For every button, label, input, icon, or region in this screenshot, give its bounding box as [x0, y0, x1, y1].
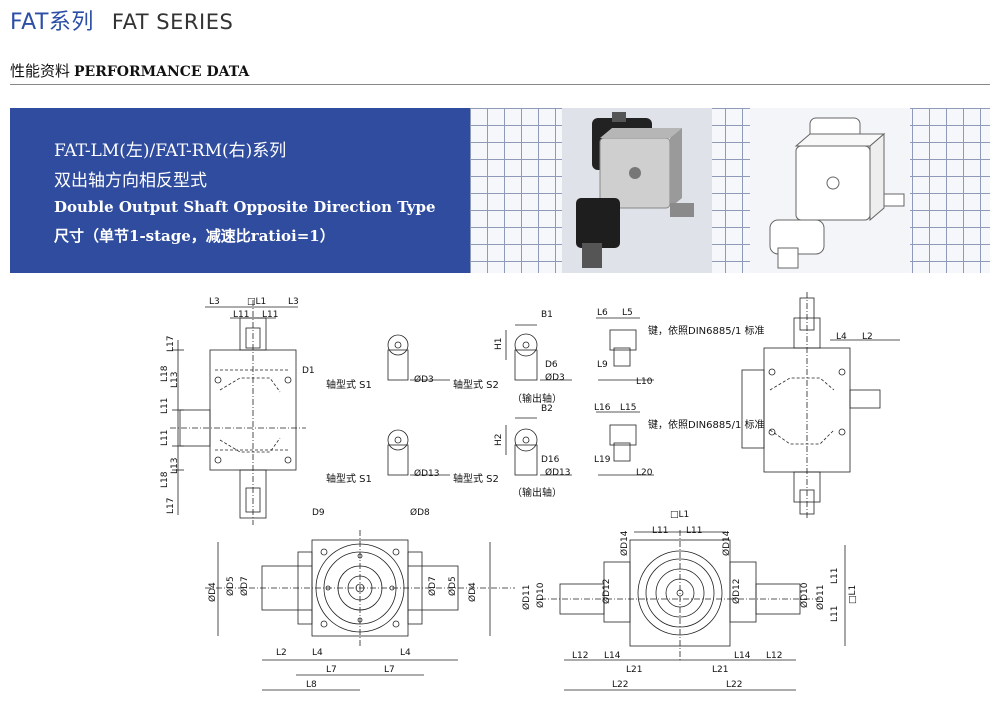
- series-title-en: FAT SERIES: [111, 10, 234, 34]
- dim-L19: L19: [594, 455, 611, 465]
- dim-D12-left: ØD12: [602, 578, 612, 604]
- series-title: FAT系列 FAT SERIES: [10, 4, 233, 36]
- dim-L4-bl-right: L4: [400, 648, 411, 658]
- dim-D3-s2: ØD3: [545, 373, 565, 383]
- dim-D13-s2: ØD13: [545, 468, 571, 478]
- dim-L4-bl-left: L4: [312, 648, 323, 658]
- dim-L14-right: L14: [734, 651, 751, 661]
- key-note-top: 键，依照DIN6885/1 标准: [648, 326, 765, 337]
- dim-L15: L15: [620, 403, 637, 413]
- dim-D13-s1: ØD13: [414, 469, 440, 479]
- dim-L11-br-v1: L11: [830, 567, 840, 584]
- dim-B1: B1: [541, 310, 553, 320]
- dim-L11-v2: L11: [160, 429, 170, 446]
- label-shaft-s1-bot: 轴型式 S1: [326, 474, 372, 485]
- dim-L14-left: L14: [604, 651, 621, 661]
- section-heading-en: PERFORMANCE DATA: [74, 64, 250, 80]
- dim-D7-left: ØD7: [240, 576, 250, 596]
- header-divider: [10, 84, 990, 85]
- dim-L3-left: L3: [209, 297, 220, 307]
- dim-L11-br-a: L11: [652, 526, 669, 536]
- dim-L12-left: L12: [572, 651, 589, 661]
- banner-type-en: Double Output Shaft Opposite Direction T…: [54, 198, 436, 216]
- dim-D4-left: ØD4: [208, 582, 218, 602]
- dim-L5: L5: [622, 308, 633, 318]
- dim-D5-left: ØD5: [226, 576, 236, 596]
- gearbox-render: [750, 108, 910, 273]
- dim-L21-left: L21: [626, 665, 643, 675]
- dim-L17-top: L17: [166, 335, 176, 352]
- dim-L11-v1: L11: [160, 397, 170, 414]
- dim-D10-right: ØD10: [800, 582, 810, 608]
- label-output-shaft-top: （输出轴）: [512, 394, 562, 405]
- dim-D11-left: ØD11: [522, 584, 532, 610]
- dim-B2: B2: [541, 404, 553, 414]
- dim-L10: L10: [636, 377, 653, 387]
- dim-L3-right: L3: [288, 297, 299, 307]
- series-title-cn: FAT系列: [10, 10, 94, 35]
- dim-H2: H2: [494, 433, 504, 447]
- dim-D6: D6: [545, 360, 558, 370]
- label-output-shaft-bot: （输出轴）: [512, 488, 562, 499]
- dim-D5-right: ØD5: [448, 576, 458, 596]
- dim-D14-left: ØD14: [620, 530, 630, 556]
- dim-L4-right: L4: [836, 332, 847, 342]
- dim-L18-bot: L18: [160, 471, 170, 488]
- dim-D3-s1: ØD3: [414, 375, 434, 385]
- dim-sqL1-br: □L1: [670, 510, 690, 520]
- dim-L21-right: L21: [712, 665, 729, 675]
- dim-L17-bot: L17: [166, 497, 176, 514]
- dim-L12-right: L12: [766, 651, 783, 661]
- dim-L13-bot: L13: [170, 457, 180, 474]
- label-shaft-s2-bot: 轴型式 S2: [453, 474, 499, 485]
- dim-L6: L6: [597, 308, 608, 318]
- dim-L11-a: L11: [233, 310, 250, 320]
- banner-model-line: FAT-LM(左)/FAT-RM(右)系列: [54, 141, 287, 161]
- dim-L22-left: L22: [612, 680, 629, 690]
- dim-L20: L20: [636, 468, 653, 478]
- dim-sqL1-top: □L1: [247, 297, 267, 307]
- dim-D4-right: ØD4: [468, 582, 478, 602]
- key-note-bot: 键，依照DIN6885/1 标准: [648, 420, 765, 431]
- dim-D14-right: ØD14: [722, 530, 732, 556]
- banner-dimension-note: 尺寸（单节1-stage，减速比ratioi=1）: [54, 227, 335, 245]
- dim-L11-b: L11: [262, 310, 279, 320]
- dim-L22-right: L22: [726, 680, 743, 690]
- dim-L2-bl: L2: [276, 648, 287, 658]
- dim-H1: H1: [494, 337, 504, 351]
- dim-D11-right: ØD11: [816, 584, 826, 610]
- dim-L7-left: L7: [326, 665, 337, 675]
- dim-D16: D16: [541, 455, 560, 465]
- dim-D8: ØD8: [410, 508, 430, 518]
- dim-L16: L16: [594, 403, 611, 413]
- dim-D10-left: ØD10: [536, 582, 546, 608]
- dim-L13-top: L13: [170, 371, 180, 388]
- product-banner: FAT-LM(左)/FAT-RM(右)系列 双出轴方向相反型式 Double O…: [10, 108, 470, 273]
- dim-sqL1-br-v: □L1: [848, 584, 858, 604]
- dim-L9: L9: [597, 360, 608, 370]
- dim-L8: L8: [306, 680, 317, 690]
- dim-L2-right: L2: [862, 332, 873, 342]
- dim-D7-right: ØD7: [428, 576, 438, 596]
- dim-L11-br-b: L11: [686, 526, 703, 536]
- dim-D1: D1: [302, 366, 315, 376]
- dim-L7-right: L7: [384, 665, 395, 675]
- dim-L11-br-v2: L11: [830, 605, 840, 622]
- dim-D12-right: ØD12: [732, 578, 742, 604]
- gearbox-photo: [562, 108, 712, 273]
- label-shaft-s1-top: 轴型式 S1: [326, 380, 372, 391]
- dim-L18-top: L18: [160, 365, 170, 382]
- label-shaft-s2-top: 轴型式 S2: [453, 380, 499, 391]
- dim-D9: D9: [312, 508, 325, 518]
- banner-type-cn: 双出轴方向相反型式: [54, 171, 207, 191]
- section-heading-cn: 性能资料: [10, 62, 71, 80]
